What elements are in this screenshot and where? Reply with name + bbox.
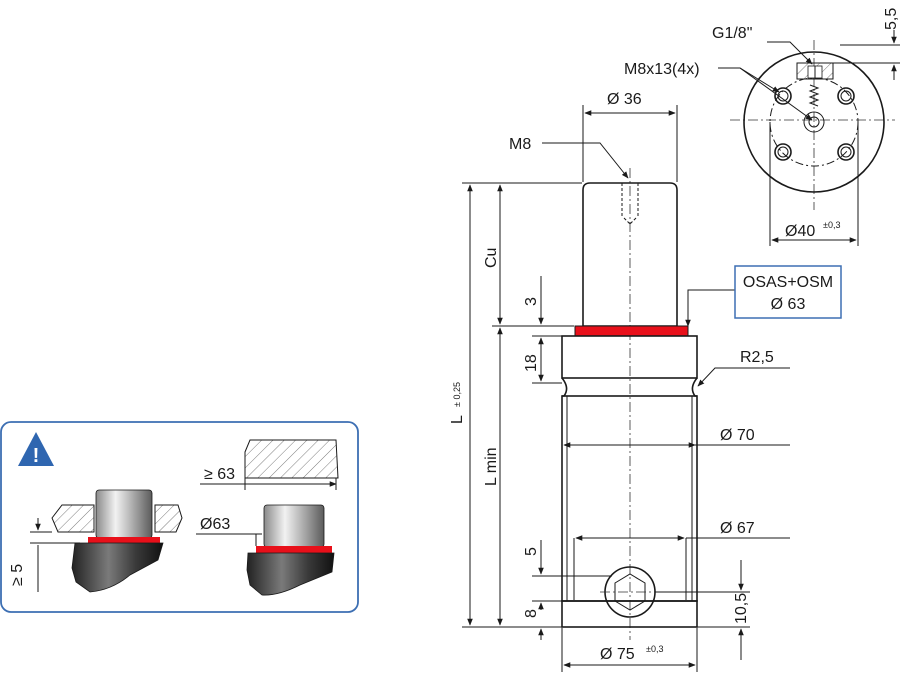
dia-75-label: Ø 75: [600, 646, 635, 663]
min-5-label: ≥ 5: [9, 564, 26, 586]
install-example-left: ≥ 5: [9, 489, 183, 593]
dim-m8x13: M8x13(4x): [624, 61, 813, 121]
dim-8: 8: [523, 600, 562, 640]
dia-40-label: Ø40: [785, 223, 815, 240]
install-example-right: ≥ 63 Ø63: [196, 439, 339, 596]
left-red-seal: [88, 537, 160, 543]
dim-m8-leader: M8: [509, 136, 629, 179]
m8-label: M8: [509, 136, 531, 153]
warning-icon: !: [18, 432, 54, 467]
dim-dia-75: Ø 75 ±0,3: [561, 628, 698, 672]
dim-3: 3: [523, 276, 562, 348]
dim-cu: Cu: [483, 184, 503, 325]
groove-r25: [561, 377, 698, 397]
dim-10-5: 10,5: [655, 560, 750, 660]
lmin-label: L min: [483, 447, 500, 486]
installation-warning-panel: ! ≥ 5 ≥ 63 Ø63: [0, 421, 359, 613]
dim-lmin: L min: [483, 325, 574, 626]
dia-70-label: Ø 70: [720, 427, 755, 444]
r25-label: R2,5: [740, 349, 774, 366]
left-body: [71, 542, 164, 593]
dim-3-label: 3: [523, 297, 540, 306]
callout-box: [734, 265, 842, 319]
right-rod: [263, 504, 325, 548]
dia-63-label: Ø63: [200, 516, 230, 533]
warning-icon-glyph: !: [33, 445, 40, 467]
dim-10-5-label: 10,5: [733, 593, 750, 624]
osas-osm-callout: OSAS+OSM Ø 63: [685, 265, 842, 327]
dim-dia-40: Ø40 ±0,3: [769, 122, 859, 246]
g18-label: G1/8": [712, 25, 752, 42]
dim-l-overall: L ± 0,25: [449, 182, 582, 628]
dia-40-tolerance: ±0,3: [823, 220, 840, 230]
top-outline: [743, 51, 885, 193]
gas-spring-top-view: G1/8" M8x13(4x) 5,5 Ø40 ±0,3: [624, 8, 900, 246]
dim-r25: R2,5: [697, 349, 790, 387]
piston-rod: [582, 182, 678, 327]
dim-18-label: 18: [523, 354, 540, 372]
dim-dia-70: Ø 70: [563, 427, 790, 448]
min-63-label: ≥ 63: [204, 466, 235, 483]
cylinder-body: [561, 395, 698, 602]
dia-36-label: Ø 36: [607, 91, 642, 108]
dim-g18: G1/8": [712, 25, 813, 65]
callout-line1: OSAS+OSM: [743, 274, 833, 291]
l-tolerance: ± 0,25: [452, 382, 462, 407]
cu-label: Cu: [483, 248, 500, 268]
dia-67-label: Ø 67: [720, 520, 755, 537]
thread-m8: [621, 183, 639, 225]
l-label: L: [449, 415, 466, 424]
dim-5-5: 5,5: [830, 8, 900, 80]
m8x13-label: M8x13(4x): [624, 61, 700, 78]
dim-5-5-label: 5,5: [883, 8, 900, 30]
upper-collar: [561, 335, 698, 379]
callout-line2: Ø 63: [771, 296, 806, 313]
port-section: [796, 62, 834, 107]
dim-5-label: 5: [523, 547, 540, 556]
dim-8-label: 8: [523, 609, 540, 618]
gas-spring-side-view: Ø 36 M8 L ± 0,25 Cu L min: [449, 91, 842, 672]
dim-5: 5: [523, 540, 612, 577]
dim-18: 18: [523, 338, 562, 384]
dia-75-tolerance: ±0,3: [646, 644, 663, 654]
right-red-seal: [256, 546, 332, 553]
cylinder-base: [561, 600, 698, 628]
right-body: [246, 552, 335, 596]
dim-dia-67: Ø 67: [573, 520, 790, 600]
left-rod: [95, 489, 153, 539]
bolt-holes: [774, 87, 855, 161]
red-seal-band: [574, 325, 689, 337]
